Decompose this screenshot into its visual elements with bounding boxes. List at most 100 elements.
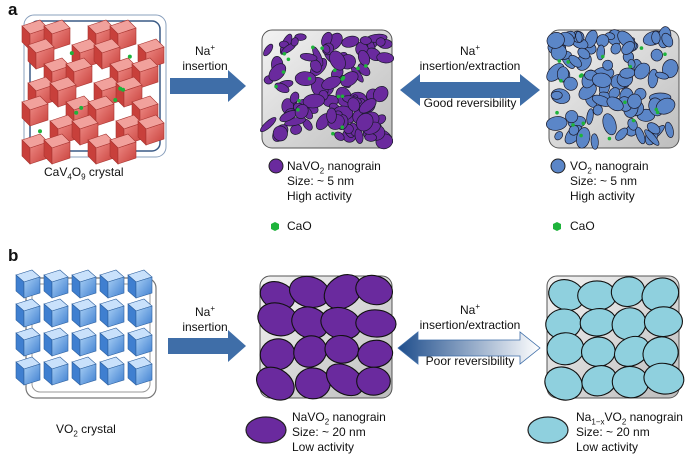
nanograin [299,53,318,62]
nanograin [290,37,299,47]
crystal-polyhedron [99,327,125,357]
crystal-polyhedron [43,327,69,357]
cao-dot [281,70,286,74]
cao-dot [655,110,660,115]
insertion-arrow-b [168,330,246,362]
nanograin [359,36,372,45]
cao-dot [566,60,571,64]
cao-dot [571,123,575,127]
nanograin [621,41,635,55]
cao-dot [282,51,287,56]
crystal-polyhedron [87,133,115,165]
nanograin [650,48,663,62]
cao-legend-marker-left [271,222,279,231]
arrow-label-a2-top: Na+ insertion/extraction [419,43,521,74]
cao-dot [307,76,312,81]
nanograin [294,104,309,119]
nanograin [546,32,565,49]
crystal-polyhedron [99,269,125,299]
insertion-arrow-a [170,70,246,102]
cao-dot [340,77,345,81]
arrow-label-b2-top: Na+ insertion/extraction [419,302,521,333]
cao-dot [340,125,345,130]
nanograin [577,280,617,311]
crystal-polyhedron [43,356,69,386]
nanograin [272,125,288,142]
cao-dot [581,121,586,126]
crystal-polyhedron [109,133,137,165]
nanograin [615,127,628,141]
crystal-polyhedron [21,133,49,165]
navo2-nanograin-box-a [260,29,395,150]
crystal-polyhedron [99,356,125,386]
cao-dot [311,45,315,50]
nanograin [294,71,317,86]
cao-dot [274,84,278,89]
nanograin [544,366,583,401]
nanograin [563,76,578,91]
cao-dot [639,46,644,50]
crystal-polyhedron [71,269,97,299]
navo2-legend-marker [268,158,284,174]
cao-dot [127,54,132,59]
cao-dot [663,52,667,57]
crystal-polyhedron [71,327,97,357]
cao-dot [113,97,118,102]
arrow-label-a1: Na+ insertion [182,43,228,74]
cao-dot [340,94,345,99]
nanograin [575,31,583,43]
nanograin [359,98,377,114]
nanograin [565,110,579,124]
nanograin [274,82,290,94]
nanograin [302,93,325,109]
crystal-polyhedron [127,269,153,299]
nanograin [341,35,360,48]
crystal-polyhedron [93,38,121,70]
crystal-polyhedron [43,133,71,165]
nanograin [326,107,337,124]
nanograin [610,42,622,55]
crystal-polyhedron [15,327,41,357]
nanograin [322,44,331,54]
cav4o9-crystal [21,14,167,165]
nanograin [356,112,374,132]
grain-left-text-b: NaVO2 nanograin Size: ~ 20 nm Low activi… [292,410,386,454]
cao-dot [628,64,633,69]
nanograin [664,121,674,138]
cao-dot [74,110,79,115]
nanograin [591,72,612,88]
cao-dot [336,94,341,99]
crystal-polyhedron [71,356,97,386]
cao-dot [332,68,337,73]
crystal-polyhedron [21,95,49,127]
vo2-legend-marker [550,158,566,174]
cao-label-right: CaO [570,219,595,233]
arrow-label-a2-bottom: Good reversibility [423,96,517,110]
nanograin [590,133,599,150]
nanograin [634,62,651,80]
cao-dot [286,57,291,62]
nanograin [554,131,564,141]
crystal-polyhedron [127,356,153,386]
nanograin [643,362,685,395]
cao-dot [559,79,563,83]
arrow-label-b1: Na+ insertion [182,304,228,335]
nanograin [268,63,287,82]
cao-dot [579,133,583,138]
nanograin [256,366,295,401]
cao-legend-marker-right [553,222,561,231]
nanograin [586,108,594,125]
cao-dot [331,131,335,136]
nanograin [376,52,395,64]
panel-label-a: a [8,0,18,19]
grain-right-text-b: Na1−xVO2 nanograin Size: ~ 20 nm Low act… [576,410,683,454]
nanograin [340,71,359,87]
cao-dot [363,64,368,68]
nanograin [354,128,364,144]
cao-dot [320,46,324,50]
cao-dot [623,100,627,105]
cao-dot [121,87,126,92]
crystal-polyhedron [71,298,97,328]
grain-right-text-a: VO2 nanograin Size: ~ 5 nm High activity [570,159,649,203]
nanograin [651,30,661,45]
